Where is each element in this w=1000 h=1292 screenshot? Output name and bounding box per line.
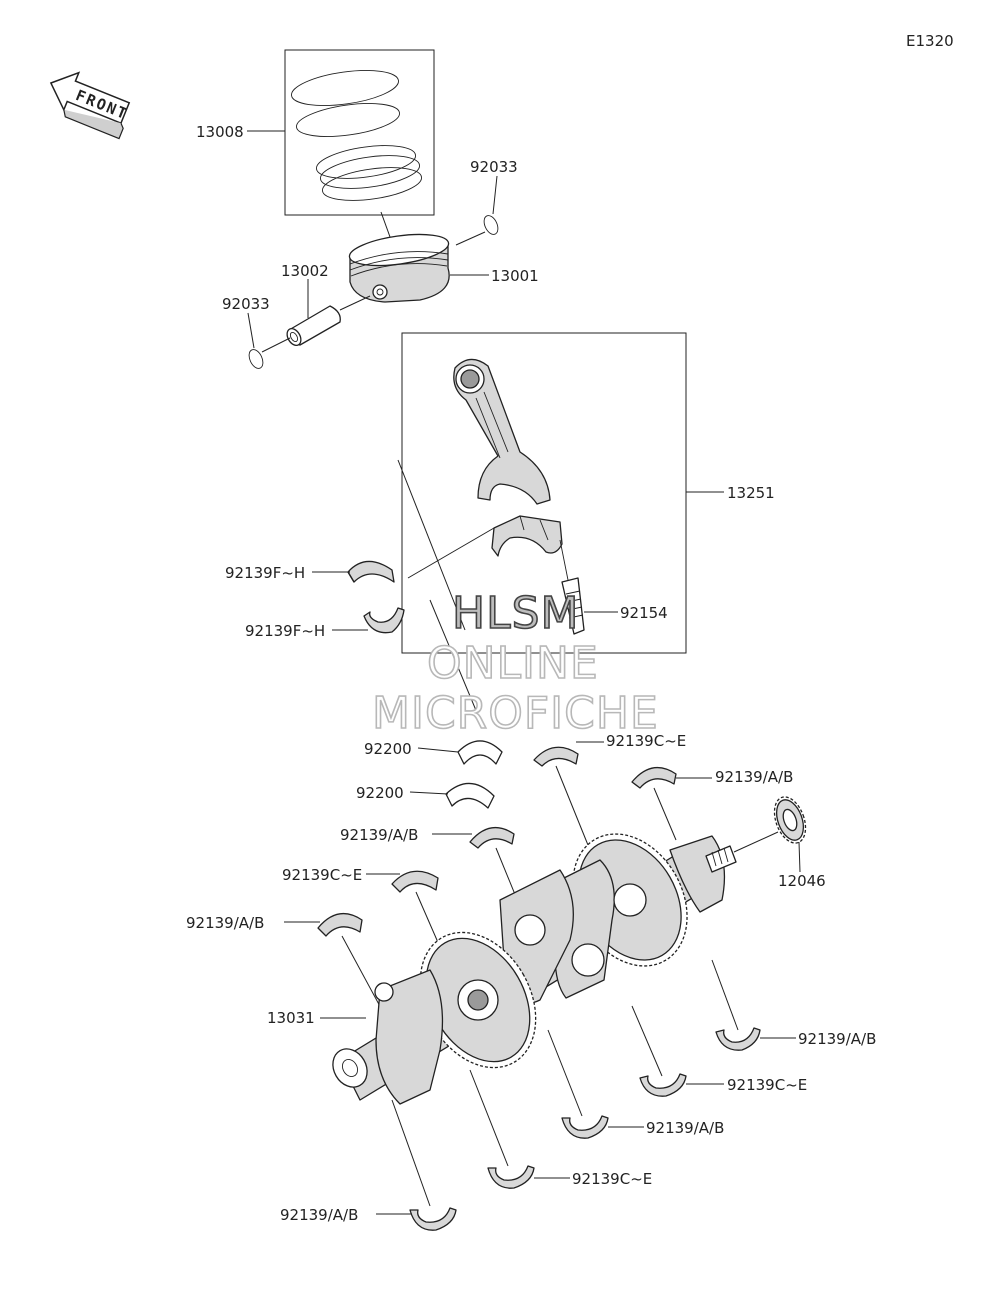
label-bearing-ab-bottom-mid: 92139/A/B <box>646 1119 724 1137</box>
thrust-washer-upper <box>457 740 503 765</box>
label-piston-ring-set: 13008 <box>196 123 244 141</box>
label-circlip-upper: 92033 <box>470 158 518 176</box>
rod-bearing-upper <box>347 560 395 583</box>
label-rod-bearing-upper: 92139F~H <box>225 564 305 582</box>
label-thrust-washer-lower: 92200 <box>356 784 404 802</box>
circlip-lower <box>248 349 264 369</box>
label-piston: 13001 <box>491 267 539 285</box>
sprocket <box>773 796 807 844</box>
label-bearing-ab-bottom-left: 92139/A/B <box>280 1206 358 1224</box>
diagram-code: E1320 <box>906 32 954 50</box>
piston <box>348 233 450 303</box>
piston-ring-set-box <box>284 49 435 216</box>
label-bearing-ab-bottom-right: 92139/A/B <box>798 1030 876 1048</box>
watermark-line-1: HLSM <box>452 588 580 639</box>
label-bearing-ab-mid: 92139/A/B <box>340 826 418 844</box>
piston-ring-set <box>291 70 423 201</box>
label-bearing-ce-mid: 92139C~E <box>282 866 362 884</box>
main-bearing-ab-top-right <box>631 766 677 789</box>
label-bearing-ce-bottom-right: 92139C~E <box>727 1076 807 1094</box>
main-bearing-ce-top <box>533 746 579 767</box>
label-bearing-ce-top: 92139C~E <box>606 732 686 750</box>
label-sprocket: 12046 <box>778 872 826 890</box>
main-bearing-ab-mid <box>469 826 515 849</box>
circlip-upper <box>483 215 499 235</box>
rod-bearing-lower <box>363 607 405 634</box>
label-bearing-ab-top-right: 92139/A/B <box>715 768 793 786</box>
watermark-line-3: MICROFICHE <box>372 688 659 739</box>
connecting-rod <box>453 358 551 505</box>
watermark-line-2: ONLINE <box>427 638 599 689</box>
label-connecting-rod: 13251 <box>727 484 775 502</box>
crankshaft <box>332 833 737 1105</box>
label-piston-pin: 13002 <box>281 262 329 280</box>
main-bearing-ab-bottom-mid <box>561 1115 609 1139</box>
main-bearing-ce-mid <box>391 870 439 893</box>
connecting-rod-box <box>401 332 687 654</box>
label-bearing-ce-bottom-mid: 92139C~E <box>572 1170 652 1188</box>
rod-bolt <box>559 539 585 635</box>
front-direction-arrow: FRONT <box>49 71 131 140</box>
watermark: HLSM ONLINE MICROFICHE <box>371 587 659 740</box>
main-bearing-ab-left <box>317 912 363 937</box>
main-bearing-ab-bottom-right <box>715 1027 761 1051</box>
main-bearing-ab-bottom-left <box>409 1207 457 1231</box>
label-thrust-washer-upper: 92200 <box>364 740 412 758</box>
connecting-rod-cap <box>491 515 563 557</box>
label-circlip-lower: 92033 <box>222 295 270 313</box>
main-bearing-ce-bottom-mid <box>487 1165 535 1189</box>
label-rod-bolt: 92154 <box>620 604 668 622</box>
label-crankshaft: 13031 <box>267 1009 315 1027</box>
main-bearing-ce-bottom-right <box>639 1073 687 1097</box>
thrust-washer-lower <box>445 782 495 809</box>
label-bearing-ab-left: 92139/A/B <box>186 914 264 932</box>
label-rod-bearing-lower: 92139F~H <box>245 622 325 640</box>
piston-pin <box>286 305 341 347</box>
